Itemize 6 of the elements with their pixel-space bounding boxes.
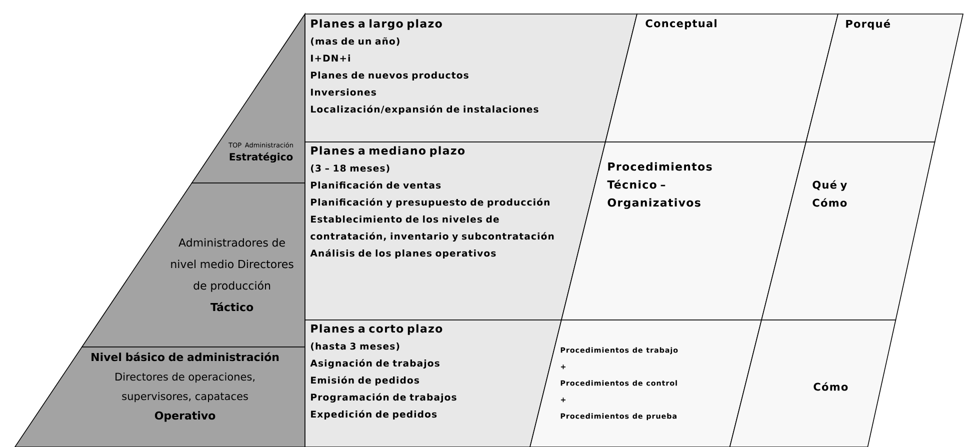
node-label: Porqué xyxy=(846,19,890,30)
table-cell: Planes a corto plazo (hasta 3 meses) Asignación de trabajos Emisión de pedidos Programación de trabajos Expedición de pedidos xyxy=(304,320,562,447)
table-cell: Cómo xyxy=(729,320,896,447)
table-cell: Planes a largo plazo (mas de un año) I+DN+i Planes de nuevos productos Inversiones Localización/expansión de instalaciones xyxy=(304,14,638,142)
table-cell: Planes a mediano plazo (3 – 18 meses) Planificación de ventas Planificación y presupuesto de producción Establecimiento de los niveles de contratación, inventario y subcontratación Análisis de los planes operativos xyxy=(304,142,606,320)
node-label: Cómo xyxy=(814,382,848,391)
